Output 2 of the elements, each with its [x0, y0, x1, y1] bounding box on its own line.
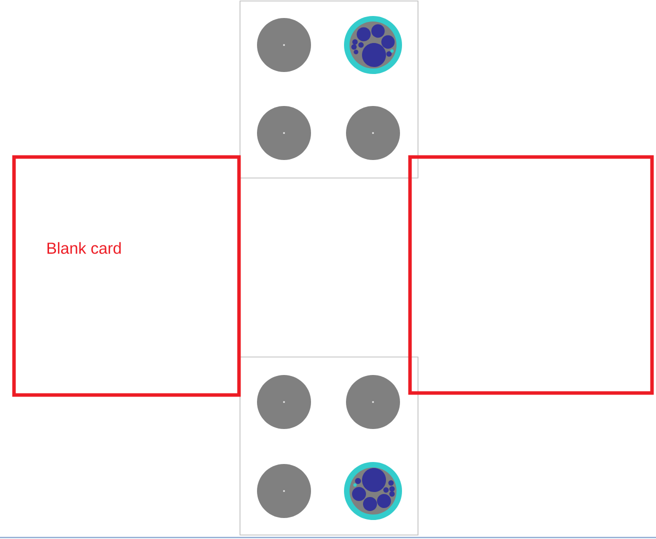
card: Blank card	[12, 155, 241, 397]
card	[408, 155, 654, 395]
